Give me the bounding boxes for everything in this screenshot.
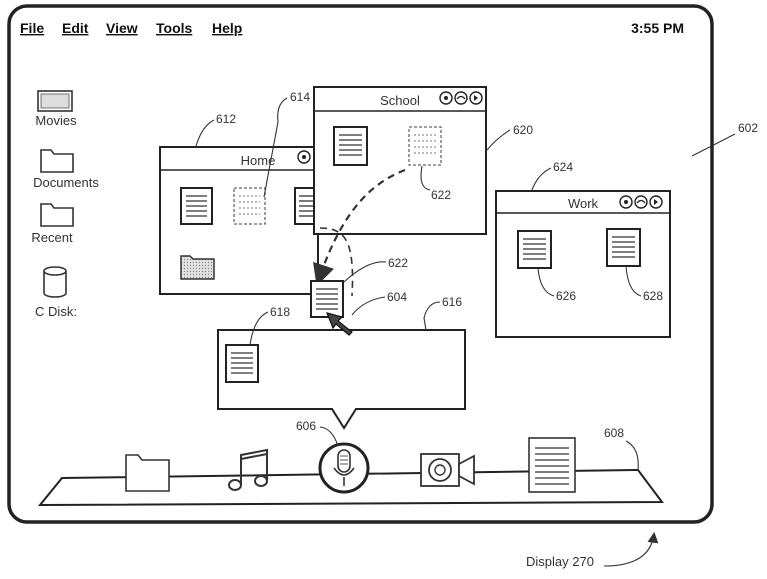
ghost-document-icon: [408, 126, 442, 166]
desktop-label-documents: Documents: [33, 175, 99, 190]
svg-text:604: 604: [387, 290, 407, 304]
window-control-icon[interactable]: [634, 195, 648, 209]
cursor-arrow-icon: [325, 312, 353, 336]
desktop-icon-documents[interactable]: Documents: [33, 149, 99, 190]
ref-628: 628: [625, 265, 663, 303]
svg-text:624: 624: [553, 160, 573, 174]
ref-620: 620: [486, 123, 533, 151]
display-caption: Display 270: [526, 531, 659, 569]
window-control-icon[interactable]: [454, 91, 468, 105]
svg-text:612: 612: [216, 112, 236, 126]
dock-camera-icon[interactable]: [420, 453, 475, 487]
menu-clock: 3:55 PM: [631, 20, 684, 36]
document-icon[interactable]: [333, 126, 368, 166]
desktop-icon-c-disk[interactable]: C Disk:: [35, 266, 77, 319]
display-frame: [7, 4, 714, 524]
document-icon[interactable]: [180, 187, 213, 225]
svg-text:Display 270: Display 270: [526, 554, 594, 569]
ref-612: 612: [195, 112, 236, 147]
home-window[interactable]: Home: [159, 146, 319, 295]
voice-popup-window[interactable]: [217, 329, 466, 430]
dock-music-icon[interactable]: [228, 448, 268, 491]
svg-text:616: 616: [442, 295, 462, 309]
ref-614: 614: [263, 90, 310, 198]
svg-text:622: 622: [431, 188, 451, 202]
menu-edit[interactable]: Edit: [62, 20, 89, 36]
ref-624: 624: [531, 160, 573, 191]
ref-616: 616: [423, 295, 462, 331]
svg-text:622: 622: [388, 256, 408, 270]
desktop-icon-movies[interactable]: Movies: [35, 90, 77, 128]
svg-text:614: 614: [290, 90, 310, 104]
document-icon[interactable]: [517, 230, 552, 269]
school-window[interactable]: School: [313, 86, 487, 235]
ghost-document-icon: [233, 187, 266, 225]
svg-text:606: 606: [296, 419, 316, 433]
svg-text:628: 628: [643, 289, 663, 303]
window-control-icon[interactable]: [439, 91, 453, 105]
desktop-label-c-disk: C Disk:: [35, 304, 77, 319]
ref-602: 602: [691, 121, 758, 157]
svg-text:620: 620: [513, 123, 533, 137]
dragged-document-icon[interactable]: [310, 280, 344, 318]
document-icon[interactable]: [225, 344, 259, 383]
work-window[interactable]: Work: [495, 190, 671, 338]
document-icon[interactable]: [294, 187, 316, 225]
folder-icon: [40, 149, 74, 173]
desktop-icon-recent[interactable]: Recent: [31, 203, 74, 245]
home-window-title: Home: [241, 153, 276, 168]
menu-file[interactable]: File: [20, 20, 44, 36]
dock-folder-icon[interactable]: [125, 454, 170, 492]
svg-text:626: 626: [556, 289, 576, 303]
dock-document-icon[interactable]: [528, 437, 576, 493]
svg-text:608: 608: [604, 426, 624, 440]
menu-view[interactable]: View: [106, 20, 138, 36]
drag-path: [313, 168, 406, 287]
window-control-icon[interactable]: [469, 91, 483, 105]
desktop-label-recent: Recent: [31, 230, 73, 245]
disk-icon: [43, 266, 67, 298]
drag-path-return: [319, 227, 354, 297]
ref-622-school: 622: [420, 165, 451, 202]
monitor-icon: [37, 90, 73, 112]
menu-tools[interactable]: Tools: [156, 20, 193, 36]
school-window-title: School: [380, 93, 420, 108]
menu-bar: File Edit View Tools Help 3:55 PM: [20, 20, 684, 36]
ref-606: 606: [296, 419, 339, 447]
dock-microphone-icon[interactable]: [318, 442, 370, 494]
desktop-label-movies: Movies: [35, 113, 77, 128]
ref-604: 604: [351, 290, 407, 316]
ref-618: 618: [249, 305, 290, 346]
window-control-icon[interactable]: [649, 195, 663, 209]
ref-608: 608: [604, 426, 639, 471]
window-control-icon[interactable]: [619, 195, 633, 209]
folder-icon[interactable]: [180, 255, 215, 280]
svg-text:618: 618: [270, 305, 290, 319]
menu-help[interactable]: Help: [212, 20, 242, 36]
window-control-icon[interactable]: [297, 150, 311, 164]
svg-text:602: 602: [738, 121, 758, 135]
folder-icon: [40, 203, 74, 227]
ref-626: 626: [537, 267, 576, 303]
work-window-title: Work: [568, 196, 599, 211]
ref-622-dragged: 622: [343, 256, 408, 283]
document-icon[interactable]: [606, 228, 641, 267]
